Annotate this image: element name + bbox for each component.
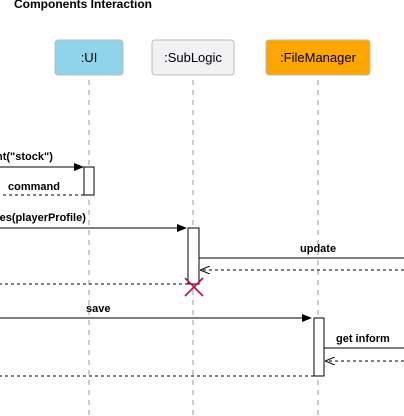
message-label-3: tes(playerProfile) — [0, 212, 86, 224]
destroy-marker — [184, 277, 204, 297]
participant-ui-label: :UI — [81, 50, 98, 65]
message-label-7: save — [86, 303, 110, 315]
participant-ui: :UI — [54, 39, 124, 76]
participant-sublogic: :SubLogic — [151, 39, 235, 76]
participant-ui-box — [54, 39, 124, 76]
message-label-1: nt("stock") — [0, 151, 53, 163]
participant-sublogic-box — [151, 39, 235, 76]
message-label-8: get inform — [336, 333, 390, 345]
message-label-4: update — [300, 243, 336, 255]
destroy-x-stroke-2 — [184, 277, 204, 297]
participant-filemanager-box — [265, 39, 371, 76]
message-label-2: command — [8, 181, 60, 193]
participant-filemanager: :FileManager — [265, 39, 371, 76]
activation-ui — [83, 166, 95, 196]
activation-sublogic — [187, 227, 200, 285]
diagram-title: Components Interaction — [14, 0, 152, 11]
activation-filemanager — [313, 317, 325, 377]
participant-sublogic-label: :SubLogic — [164, 50, 222, 65]
participant-filemanager-label: :FileManager — [280, 50, 357, 65]
